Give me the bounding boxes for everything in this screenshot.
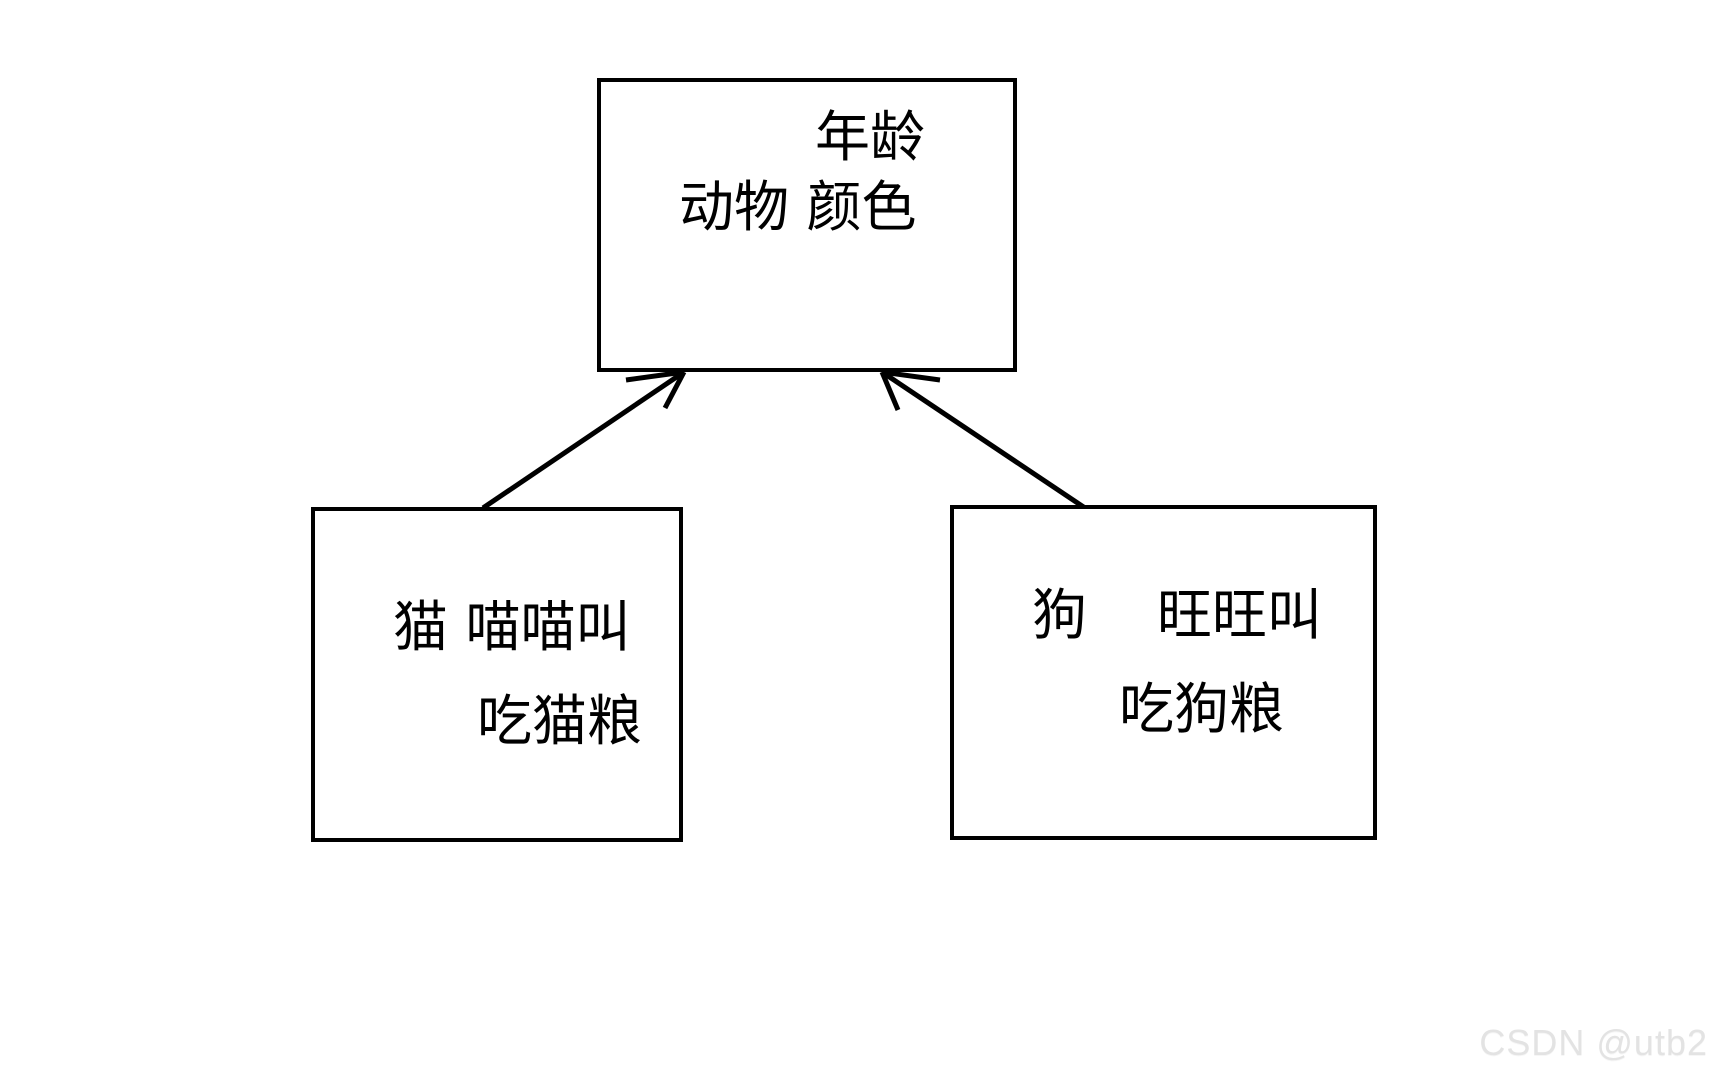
watermark-text: CSDN @utb2 — [1479, 1022, 1708, 1063]
class-box-cat-line-1: 猫 喵喵叫 — [393, 595, 631, 659]
edge-dog-to-animal-shaft — [880, 369, 1087, 511]
class-box-dog[interactable]: 狗 旺旺叫 吃狗粮 — [950, 505, 1377, 840]
edge-cat-to-animal-arrowhead-right — [662, 370, 687, 410]
edge-dog-to-animal-arrowhead-right — [881, 369, 941, 383]
class-box-animal[interactable]: 年龄 动物 颜色 — [597, 78, 1017, 372]
edge-dog-to-animal-arrowhead-left — [879, 371, 901, 411]
class-box-dog-line-1: 狗 旺旺叫 — [1032, 583, 1322, 647]
class-box-animal-line-1: 年龄 — [815, 105, 926, 169]
edge-cat-to-animal — [481, 369, 687, 511]
class-box-cat-line-2: 吃猫粮 — [477, 689, 643, 753]
class-box-cat[interactable]: 猫 喵喵叫 吃猫粮 — [311, 507, 683, 842]
edge-dog-to-animal — [879, 369, 1087, 511]
edge-cat-to-animal-arrowhead-left — [625, 369, 685, 383]
class-box-dog-line-2: 吃狗粮 — [1119, 677, 1285, 741]
edge-cat-to-animal-shaft — [481, 369, 686, 511]
class-box-animal-line-2: 动物 颜色 — [679, 175, 917, 239]
